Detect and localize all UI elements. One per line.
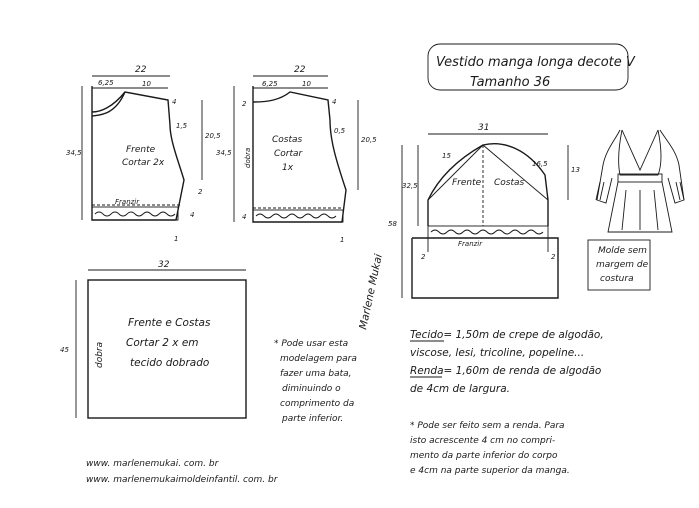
back-fold: dobra [244, 148, 252, 168]
fabric-label: Tecido [410, 329, 443, 341]
back-neck-width: 6,25 [262, 80, 278, 88]
lace-note: * Pode ser feito sem a renda. Para isto … [410, 421, 570, 476]
back-length: 34,5 [216, 149, 232, 157]
skirt-width: 32 [158, 260, 170, 270]
back-piece: 22 6,25 10 2 4 0,5 20,5 34,5 dobra 4 1 C… [216, 65, 377, 244]
lace-note-line-4: e 4cm na parte superior da manga. [410, 466, 570, 476]
skirt-label-3: tecido dobrado [130, 357, 209, 369]
back-label-2: Cortar [274, 149, 304, 159]
lace-label: Renda [410, 365, 444, 377]
fabric-line-1: Tecido= 1,50m de crepe de algodão, [410, 329, 604, 341]
website-2: www. marlenemukaimoldeinfantil. com. br [86, 475, 279, 485]
mold-note: Molde sem margem de costura [587, 239, 651, 291]
front-hem-side: 1 [174, 235, 178, 243]
front-shoulder: 10 [142, 80, 151, 88]
front-neck-drop: 4 [172, 98, 176, 106]
sleeve-cap-back: 16,5 [532, 160, 548, 168]
back-armhole-depth: 20,5 [361, 136, 377, 144]
blouse-note-line-4: diminuindo o [282, 384, 341, 394]
mold-note-line-3: costura [600, 274, 634, 284]
front-gather: Franzir [115, 198, 140, 206]
mold-note-line-1: Molde sem [598, 246, 647, 256]
sleeve-length: 58 [388, 220, 397, 228]
front-label-1: Frente [126, 145, 156, 155]
title-block: Vestido manga longa decote V Tamanho 36 [427, 43, 636, 91]
front-width-total: 22 [135, 65, 147, 75]
fabric-value: = 1,50m de crepe de algodão, [443, 329, 603, 341]
blouse-note-line-5: comprimento da [280, 399, 354, 409]
back-armhole-inset: 0,5 [334, 127, 346, 135]
skirt-label-2: Cortar 2 x em [126, 337, 199, 349]
front-shoulder-drop: 1,5 [176, 122, 188, 130]
front-neck-width: 6,25 [98, 79, 114, 87]
back-hem-side: 1 [340, 236, 344, 244]
skirt-length: 45 [60, 346, 69, 354]
fabric-line-3: Renda= 1,60m de renda de algodão [410, 365, 601, 377]
website-1: www. marlenemukai. com. br [86, 459, 220, 469]
front-hem-up: 4 [190, 211, 194, 219]
front-armhole-depth: 20,5 [205, 132, 221, 140]
back-shoulder-drop: 4 [332, 98, 336, 106]
blouse-note-line-3: fazer uma bata, [280, 369, 352, 379]
fabric-info: Tecido= 1,50m de crepe de algodão, visco… [410, 329, 604, 395]
sleeve-label-back: Costas [494, 178, 525, 188]
fabric-line-2: viscose, lesi, tricoline, popeline... [410, 347, 584, 359]
back-neck-drop: 2 [242, 100, 247, 108]
back-shoulder: 10 [302, 80, 311, 88]
sleeve-gather: Franzir [458, 240, 483, 248]
front-piece-outline [91, 86, 185, 221]
skirt-outline [87, 279, 247, 419]
lace-note-line-1: * Pode ser feito sem a renda. Para [410, 421, 565, 431]
sleeve-cap-front: 15 [442, 152, 451, 160]
front-length: 34,5 [66, 149, 82, 157]
lace-note-line-3: mento da parte inferior do corpo [410, 451, 558, 461]
title-line-1: Vestido manga longa decote V [436, 55, 636, 70]
sleeve-side-in-left: 2 [421, 253, 426, 261]
back-hem-up: 4 [242, 213, 246, 221]
sleeve-cap-depth: 32,5 [402, 182, 418, 190]
back-width-total: 22 [294, 65, 306, 75]
sleeve-piece: 31 15 16,5 13 32,5 58 2 2 Frente Costas … [388, 123, 580, 299]
sleeve-cap-height: 13 [571, 166, 580, 174]
dress-sketch [595, 129, 685, 233]
blouse-note: * Pode usar esta modelagem para fazer um… [274, 339, 357, 424]
blouse-note-line-6: parte inferior. [281, 414, 343, 424]
front-piece: 22 6,25 10 4 1,5 20,5 34,5 2 4 1 Frente … [66, 65, 221, 243]
back-piece-outline [252, 86, 347, 223]
sleeve-body-outline [411, 237, 559, 299]
back-label-3: 1x [282, 163, 294, 173]
fabric-line-4: de 4cm de largura. [410, 383, 510, 395]
skirt-label-1: Frente e Costas [128, 317, 211, 329]
skirt-piece: 32 45 dobra Frente e Costas Cortar 2 x e… [60, 260, 247, 419]
lace-note-line-2: isto acrescente 4 cm no compri- [410, 436, 555, 446]
sleeve-width: 31 [478, 123, 489, 133]
front-neckline [91, 91, 126, 117]
title-line-2: Tamanho 36 [470, 75, 550, 90]
sleeve-label-front: Frente [452, 178, 482, 188]
skirt-fold: dobra [95, 342, 105, 368]
signature: Marlene Mukai [357, 253, 385, 331]
front-label-2: Cortar 2x [122, 158, 165, 168]
sleeve-side-in-right: 2 [551, 253, 556, 261]
mold-note-line-2: margem de [596, 260, 649, 270]
lace-value: = 1,60m de renda de algodão [444, 365, 602, 377]
blouse-note-line-2: modelagem para [280, 354, 357, 364]
blouse-note-line-1: * Pode usar esta [274, 339, 348, 349]
front-side-in: 2 [198, 188, 203, 196]
back-label-1: Costas [272, 135, 303, 145]
